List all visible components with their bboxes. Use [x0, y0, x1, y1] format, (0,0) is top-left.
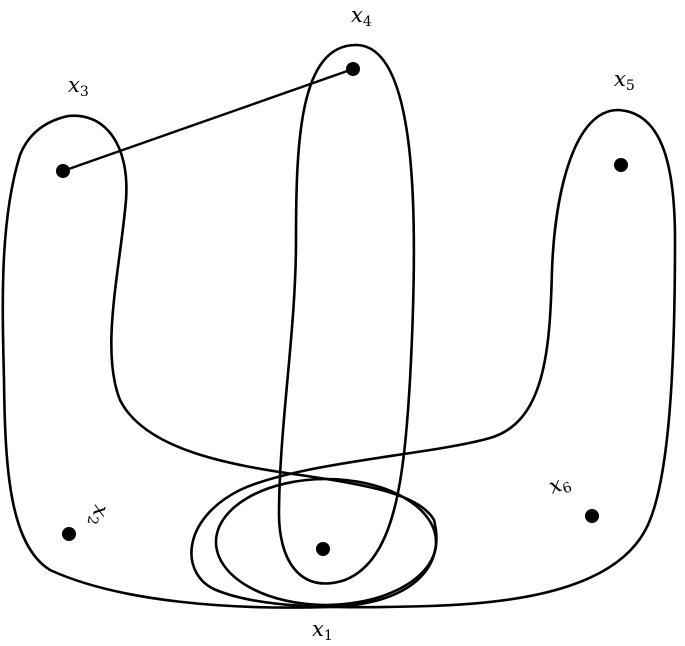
hyperedge-x1-x4: [277, 43, 416, 585]
vertex-x4: [346, 62, 360, 76]
vertex-x6: [585, 509, 599, 523]
vertex-x3: [56, 164, 70, 178]
label-x5: x5: [614, 67, 635, 94]
vertex-x5: [614, 158, 628, 172]
label-x6: x6: [546, 469, 575, 502]
hyperedge-x1: [214, 477, 438, 607]
label-x3: x3: [68, 73, 89, 100]
hyperedge-x1-x5-x6: [190, 108, 677, 609]
edge-x3-x4: [62, 67, 354, 173]
label-x2: x2: [84, 503, 114, 528]
hyperedge-x1-x2-x3: [1, 114, 438, 609]
label-x1: x1: [312, 617, 333, 644]
vertex-x1: [316, 542, 330, 556]
vertex-x2: [62, 527, 76, 541]
label-x4: x4: [351, 3, 372, 30]
